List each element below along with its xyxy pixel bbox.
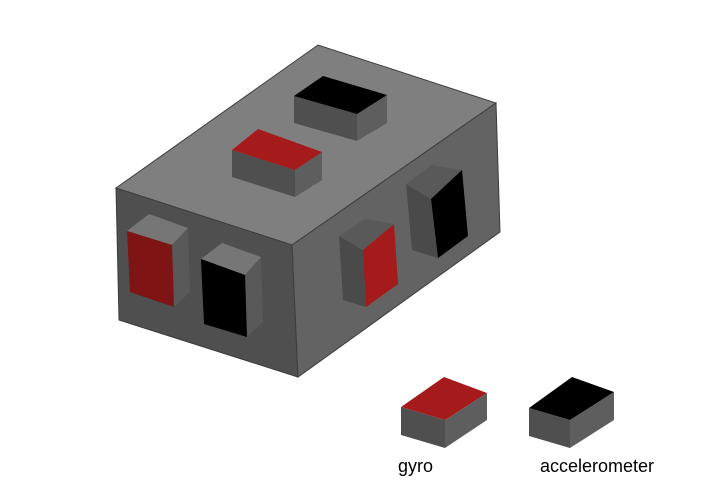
top-gyro-side (295, 152, 322, 197)
legend-gyro-label: gyro (398, 456, 433, 476)
legend-accelerometer-label: accelerometer (540, 456, 654, 476)
right-accelerometer-face (431, 170, 468, 258)
top-gyro-face (232, 129, 322, 170)
right-gyro-side (339, 236, 366, 307)
front-accelerometer-top (201, 243, 261, 275)
legend-gyro-side (445, 393, 487, 448)
front-gyro-block (127, 214, 190, 307)
top-gyro-front (232, 150, 295, 197)
front-accelerometer-block (201, 243, 263, 337)
top-accelerometer-side (357, 95, 387, 141)
right-accelerometer-block (406, 165, 468, 258)
legend-accelerometer: accelerometer (529, 377, 654, 476)
right-gyro-block (339, 219, 398, 307)
legend-accelerometer-face (529, 377, 614, 420)
front-gyro-side (172, 228, 190, 307)
front-gyro-face (127, 231, 174, 307)
legend-accelerometer-front (529, 408, 570, 448)
legend-gyro: gyro (398, 377, 487, 476)
top-accelerometer-face (294, 76, 387, 114)
top-accelerometer-block (294, 76, 387, 141)
right-gyro-top (339, 219, 394, 250)
front-gyro-top (127, 214, 188, 245)
front-accelerometer-face (201, 259, 247, 337)
legend-accelerometer-side (570, 392, 614, 448)
top-gyro-block (232, 129, 322, 197)
right-accelerometer-side (406, 184, 438, 258)
front-accelerometer-side (245, 257, 263, 337)
legend-gyro-face (401, 377, 487, 420)
right-gyro-face (363, 224, 398, 307)
top-accelerometer-front (294, 96, 357, 141)
legend-gyro-front (401, 407, 445, 448)
right-accelerometer-top (406, 165, 462, 199)
